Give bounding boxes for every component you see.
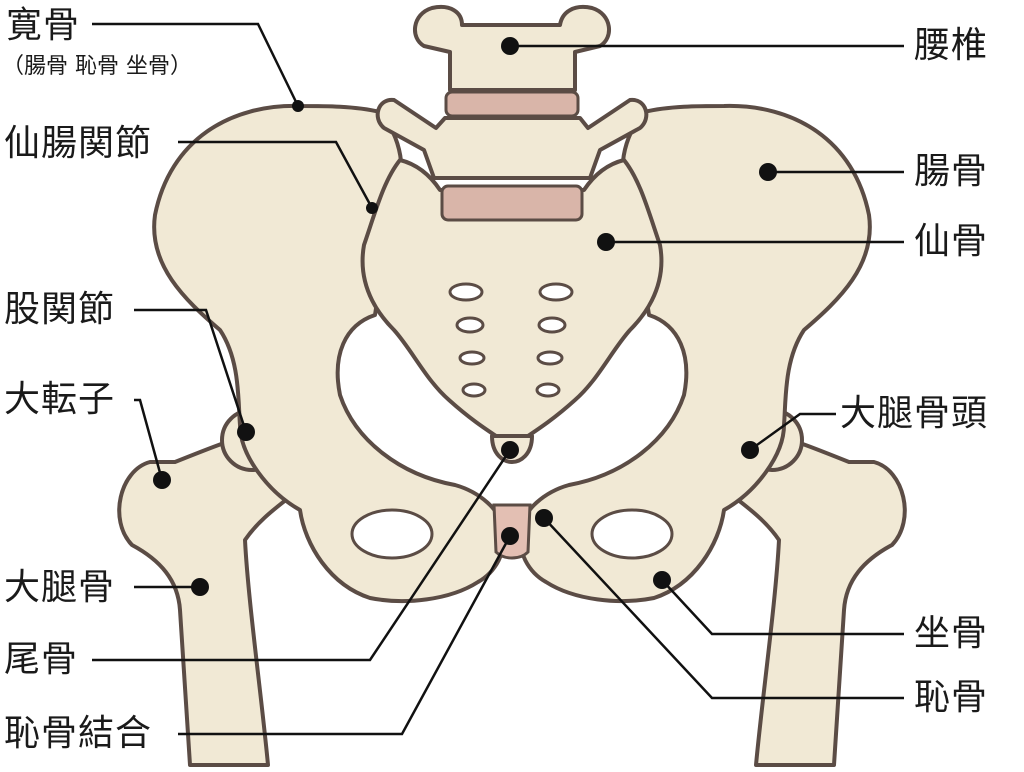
label-femur: 大腿骨 — [4, 567, 116, 608]
sacral-foramen — [448, 282, 484, 302]
marker-dot-coccyx — [501, 441, 519, 459]
marker-dot-pubis — [535, 509, 553, 527]
leader-line-ischium — [661, 579, 904, 636]
marker-dot-sacrum — [597, 233, 615, 251]
marker-dot-hip-joint — [237, 423, 255, 441]
label-sacroiliac: 仙腸関節 — [4, 123, 153, 164]
marker-dot-ischium — [653, 571, 671, 589]
label-coxal: 寛骨 — [6, 5, 81, 46]
marker-dot-femoral-head — [741, 441, 759, 459]
sacral-foramen — [461, 382, 487, 398]
left-hip-bone — [152, 103, 508, 604]
sacral-foramen — [535, 382, 561, 398]
marker-dot-pubic-symphysis — [501, 527, 519, 545]
sacral-foramen — [458, 350, 486, 366]
sacral-foramen — [536, 350, 564, 366]
label-pubic-symphysis: 恥骨結合 — [4, 713, 153, 754]
left-obturator-foramen — [350, 508, 434, 560]
label-greater-trochanter: 大転子 — [4, 379, 116, 420]
leader-line-pubic-symphysis — [178, 535, 512, 736]
leader-line-greater-trochanter — [134, 398, 164, 481]
intervertebral-disc-upper — [444, 90, 580, 118]
sacrum-bone — [360, 158, 664, 440]
sacral-foramen — [455, 316, 485, 334]
marker-dot-ilium — [759, 163, 777, 181]
leader-line-pubis — [543, 517, 904, 700]
label-pubis: 恥骨 — [914, 677, 989, 718]
marker-dot-lumbar — [501, 37, 519, 55]
label-coxal-sub: （腸骨 恥骨 坐骨） — [2, 54, 192, 79]
intervertebral-disc-lower — [440, 184, 584, 222]
marker-dot-coxal — [292, 100, 304, 112]
label-lumbar: 腰椎 — [914, 25, 989, 66]
label-ischium: 坐骨 — [914, 613, 989, 654]
label-hip-joint: 股関節 — [4, 289, 116, 330]
leader-line-femoral-head — [749, 412, 836, 452]
leader-line-coxal — [92, 22, 300, 107]
label-femoral-head: 大腿骨頭 — [840, 393, 989, 434]
sacral-foramen — [538, 282, 574, 302]
label-coccyx: 尾骨 — [4, 639, 79, 680]
marker-dot-greater-trochanter — [153, 471, 171, 489]
right-hip-bone — [516, 103, 872, 604]
right-obturator-foramen — [590, 508, 674, 560]
leader-line-sacroiliac — [178, 140, 374, 209]
sacral-foramen — [537, 316, 567, 334]
marker-dot-femur — [191, 578, 209, 596]
label-ilium: 腸骨 — [914, 151, 989, 192]
leader-line-hip-joint — [134, 308, 248, 433]
label-sacrum: 仙骨 — [914, 221, 989, 262]
marker-dot-sacroiliac — [366, 202, 378, 214]
lumbar-vertebra-lower — [375, 97, 649, 180]
leader-line-coccyx — [92, 449, 512, 662]
